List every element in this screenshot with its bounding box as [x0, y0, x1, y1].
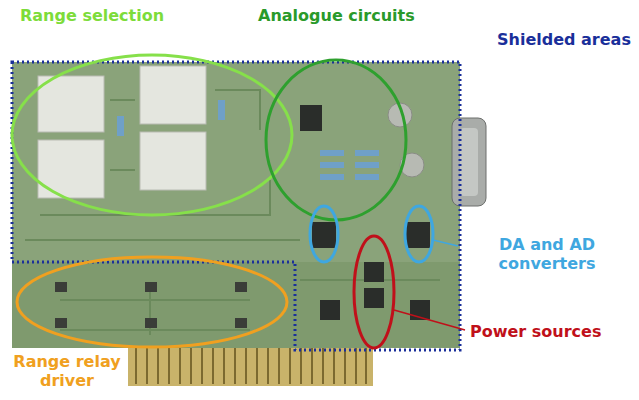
- resistors: [117, 100, 379, 180]
- socket-face: [460, 128, 478, 196]
- converter-ellipse: [310, 206, 338, 262]
- converter-ellipse: [405, 206, 433, 262]
- range-selection-ellipse: [12, 55, 292, 215]
- region-label: Power sources: [470, 322, 630, 341]
- shield-outline: [12, 62, 460, 350]
- region-label: Analogue circuits: [258, 6, 458, 25]
- relay-driver-ellipse: [17, 257, 287, 347]
- socket: [452, 118, 486, 206]
- relays: [38, 66, 206, 198]
- region-label: Range selection: [20, 6, 220, 25]
- pcb-board: [12, 62, 460, 348]
- region-label: Shielded areas: [497, 30, 633, 49]
- connector-fingers: [136, 346, 366, 384]
- leader-line: [433, 240, 458, 246]
- region-label: Range relay driver: [8, 352, 126, 390]
- analogue-ellipse: [266, 60, 406, 220]
- driver-parts: [55, 282, 247, 328]
- leader-line: [394, 310, 465, 330]
- region-label: DA and AD converters: [462, 235, 632, 273]
- power-ellipse: [354, 236, 394, 348]
